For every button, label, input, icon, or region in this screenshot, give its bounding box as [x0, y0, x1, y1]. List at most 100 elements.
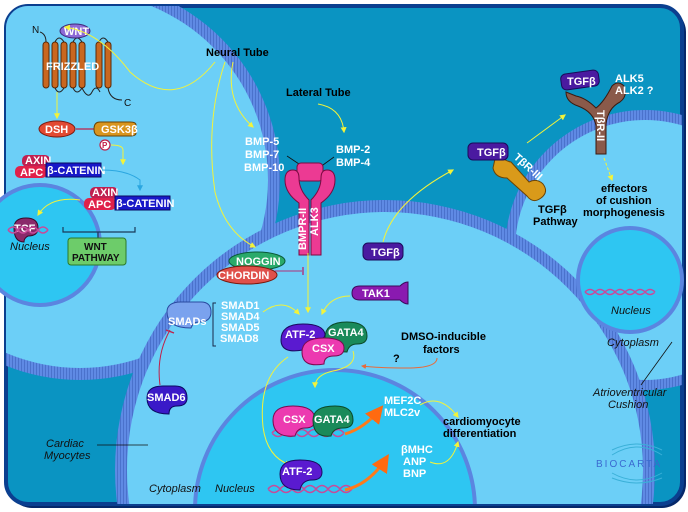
gsk3b-protein[interactable]: GSK3β	[93, 121, 138, 137]
dmso-label-line-2: factors	[423, 344, 460, 356]
alk3-label: ALK3	[309, 207, 321, 236]
wnt-label: WNT	[64, 26, 89, 38]
tgfb-pathway-label-line-1: TGFβ	[538, 204, 567, 216]
noggin-protein[interactable]: NOGGIN	[228, 251, 286, 271]
dmso-label-line-1: DMSO-inducible	[401, 331, 486, 343]
axin-label-2: AXIN	[92, 187, 118, 199]
smad5-label: SMAD5	[221, 322, 260, 334]
inhibit-bar-3	[165, 329, 175, 334]
csx-label: CSX	[312, 343, 335, 355]
smads-label: SMADs	[168, 316, 207, 328]
tak1-to-csx-arrow	[321, 295, 351, 316]
differentiation-label-line-1: cardiomyocyte	[443, 416, 521, 428]
smad-bracket	[212, 302, 216, 347]
bmpr2-label: BMPR-II	[297, 208, 309, 250]
atf2-label: ATF-2	[285, 329, 315, 341]
bmp5-label: BMP-5	[245, 136, 279, 148]
smads-protein[interactable]: SMADs	[166, 301, 212, 329]
csx-nuclear-protein[interactable]: CSX	[272, 405, 316, 437]
smad6-label: SMAD6	[147, 392, 186, 404]
phosphate-icon: P	[99, 139, 111, 151]
bmp2-label: BMP-2	[336, 144, 370, 156]
frizzled-receptor: FRIZZLED	[39, 31, 123, 101]
wnt-nucleus-dna	[7, 226, 49, 234]
gata4-nuclear-label: GATA4	[314, 414, 351, 426]
tgfb-cushion-1-label: TGFβ	[477, 147, 506, 159]
cardiac-label-line-1: Cardiac	[46, 438, 84, 450]
bmp7-label: BMP-7	[245, 149, 279, 161]
cushion-label-line-1: Atrioventricular	[592, 387, 668, 399]
wnt-pathway-line-2: PATHWAY	[72, 253, 120, 264]
cushion-nucleus-dna	[584, 288, 656, 296]
csx-to-nucleus-arrow	[312, 350, 355, 389]
smad1-label: SMAD1	[221, 300, 260, 312]
differentiation-label-line-2: differentiation	[443, 428, 517, 440]
catenin-label: β-CATENIN	[47, 165, 106, 177]
tgfb-myocyte-label: TGFβ	[371, 247, 400, 259]
gata4-label: GATA4	[328, 327, 365, 339]
bmp4-label: BMP-4	[336, 157, 371, 169]
c-terminus-label: C	[124, 98, 131, 109]
gata4-protein[interactable]: GATA4	[324, 321, 368, 353]
wnt-cell-cytoplasm	[6, 6, 268, 368]
tgfb-myocyte[interactable]: TGFβ	[362, 242, 404, 261]
smad8-label: SMAD8	[220, 333, 259, 345]
effectors-label-line-2: of cushion	[596, 195, 652, 207]
effectors-label-line-1: effectors	[601, 183, 647, 195]
neural-tube-label: Neural Tube	[206, 47, 269, 59]
gata4-to-targets-arrow	[344, 405, 384, 436]
axin-apc-catenin-complex-2[interactable]: AXIN APC β-CATENIN	[84, 187, 175, 211]
neural-to-wnt-arrow	[63, 24, 216, 91]
wnt-pathway-box[interactable]: WNT PATHWAY	[67, 237, 127, 266]
cushion-cytoplasm-label: Cytoplasm	[607, 337, 659, 349]
dmso-question-mark: ?	[393, 353, 400, 365]
atf2-protein[interactable]: ATF-2	[280, 323, 326, 352]
biocarta-logo: BIOCARTA	[596, 443, 663, 484]
atf2-nuclear-protein[interactable]: ATF-2	[279, 459, 323, 491]
chordin-label: CHORDIN	[218, 270, 269, 282]
tbr2-receptor[interactable]: TβR-II	[565, 82, 626, 155]
anp-label: ANP	[403, 456, 426, 468]
tgfb-to-cushion-arrow	[382, 169, 455, 243]
axin-apc-catenin-complex-1[interactable]: AXIN APC β-CATENIN	[15, 155, 106, 179]
chordin-protein[interactable]: CHORDIN	[216, 265, 278, 285]
tgfb-cushion-1[interactable]: TGFβ	[467, 142, 509, 161]
axin-label: AXIN	[25, 155, 51, 167]
atf2-to-nucleus-arrow	[261, 356, 292, 467]
neural-to-bmp-arrow	[230, 61, 254, 128]
smad6-protein[interactable]: SMAD6	[146, 385, 188, 415]
bnp-label: BNP	[403, 468, 426, 480]
phosphate-label: P	[102, 141, 108, 150]
dsh-label: DSH	[45, 124, 68, 136]
neural-to-noggin-arrow	[211, 61, 257, 248]
tbr2-to-effectors-arrow	[603, 157, 614, 182]
catenin-label-2: β-CATENIN	[116, 198, 175, 210]
tgfb-cushion-2[interactable]: TGFβ	[560, 69, 600, 91]
tak1-protein[interactable]: TAK1	[351, 281, 409, 305]
atf2-to-targets-arrow	[344, 453, 389, 492]
smad4-label: SMAD4	[221, 311, 260, 323]
tak1-label: TAK1	[362, 288, 390, 300]
csx-protein[interactable]: CSX	[301, 337, 345, 366]
bmp-receptor[interactable]: BMPR-II ALK3	[284, 162, 336, 256]
apc-label: APC	[20, 167, 43, 179]
alk2-label: ALK2 ?	[615, 85, 654, 97]
dsh-protein[interactable]: DSH	[38, 120, 76, 138]
gata4-nuclear-protein[interactable]: GATA4	[312, 405, 354, 437]
csx-nuclear-label: CSX	[283, 414, 306, 426]
smad6-inhibits-smads	[158, 329, 171, 386]
myocyte-nucleus	[193, 368, 477, 504]
atf2-nuclear-label: ATF-2	[282, 466, 312, 478]
cushion-nucleus	[576, 226, 684, 334]
lateral-to-bmp-arrow	[317, 103, 347, 134]
wnt-protein[interactable]: WNT	[59, 23, 91, 39]
apc-label-2: APC	[88, 199, 111, 211]
lateral-tube-label: Lateral Tube	[286, 87, 351, 99]
wnt-nucleus-label: Nucleus	[10, 241, 50, 253]
dmso-to-csx-arrow	[361, 357, 438, 370]
myocyte-cytoplasm-label: Cytoplasm	[149, 483, 201, 495]
tbr2-label: TβR-II	[594, 110, 606, 141]
myocyte-nucleus-label: Nucleus	[215, 483, 255, 495]
alk5-label: ALK5	[615, 73, 644, 85]
